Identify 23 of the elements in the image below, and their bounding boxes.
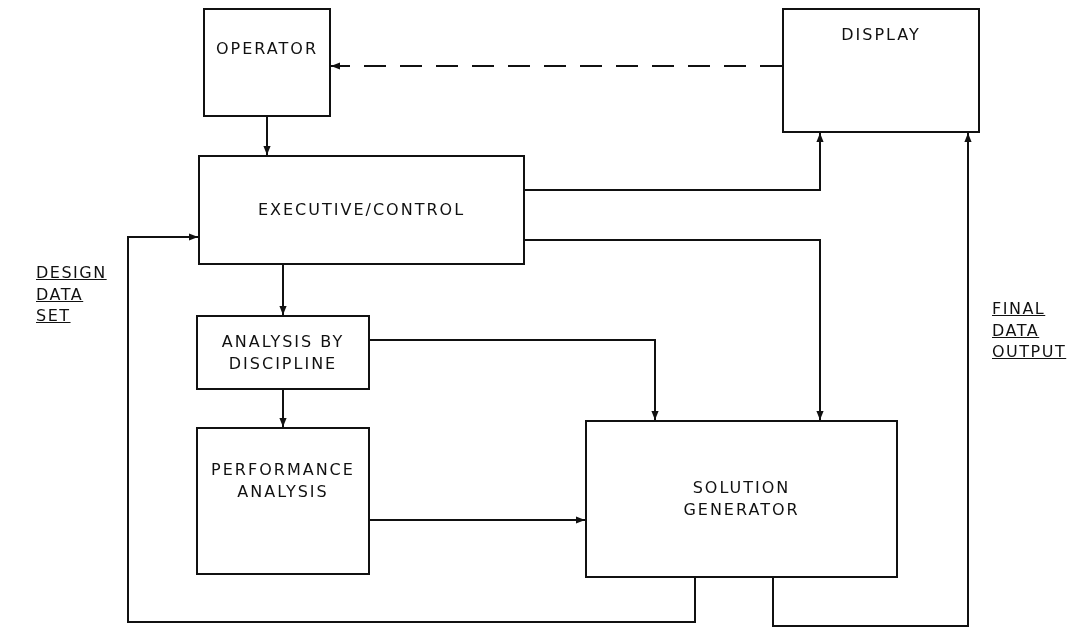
arrow [127, 233, 696, 623]
process-box [198, 155, 525, 265]
arrow [524, 239, 824, 421]
arrow [772, 132, 972, 627]
arrow [279, 264, 287, 316]
process-box [203, 8, 331, 117]
arrow [369, 339, 659, 421]
arrow [263, 116, 271, 156]
process-box [196, 427, 370, 575]
box-label: PERFORMANCE ANALYSIS [210, 459, 356, 503]
dashed-arrow [330, 62, 783, 70]
box-label: ANALYSIS BY DISCIPLINE [220, 330, 346, 375]
side-label: DESIGN DATA SET [36, 262, 106, 327]
box-label: SOLUTION GENERATOR [682, 477, 801, 521]
arrow [279, 389, 287, 428]
process-box [585, 420, 898, 578]
box-label: DISPLAY [841, 24, 921, 46]
process-box [196, 315, 370, 390]
box-label: EXECUTIVE/CONTROL [257, 199, 466, 221]
box-label: OPERATOR [216, 38, 318, 60]
arrow [369, 516, 586, 524]
process-box [782, 8, 980, 133]
arrow [524, 132, 824, 191]
